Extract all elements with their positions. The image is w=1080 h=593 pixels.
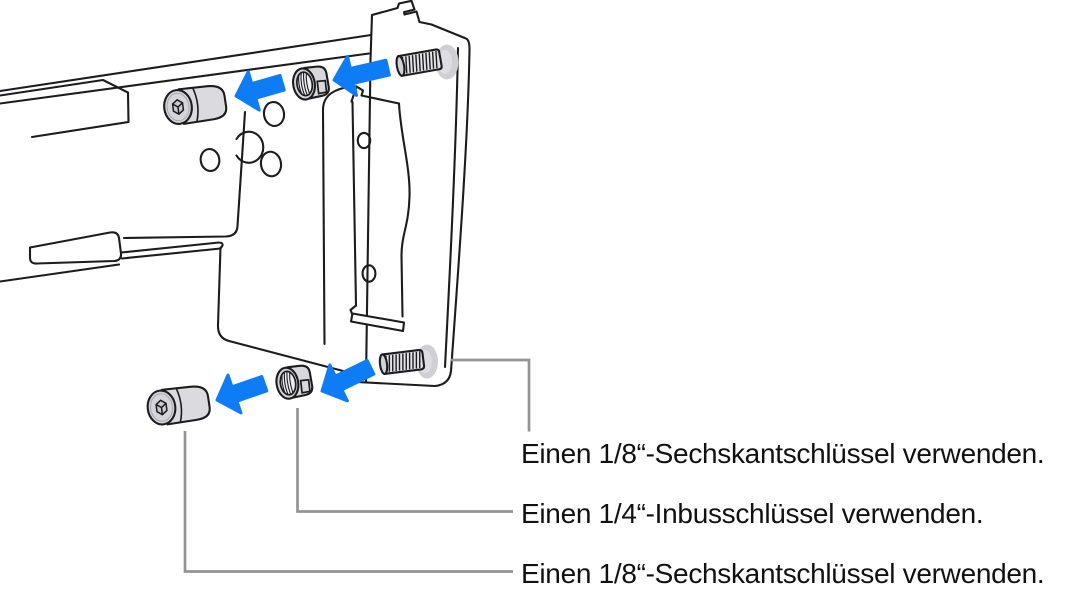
slide-rail-inner [0,231,224,283]
standoff-nut-bottom [273,362,315,402]
bracket-latch [349,85,411,333]
callout-line-nut [296,408,513,513]
arrow-left-icon [215,373,269,415]
hex-socket [171,98,185,116]
threaded-stud-bottom [378,344,438,379]
assembly-arrows [215,54,391,415]
hex-cap-screw-bottom [144,383,213,428]
callout-label-hex-key-top: Einen 1/8“-Sechskantschlüssel verwenden. [521,438,1045,469]
callout-line-stud [451,358,531,432]
arrow-left-icon [320,358,376,403]
arrow-left-icon [332,54,391,97]
standoff-nut-top [292,65,330,101]
callout-label-hex-key-bottom: Einen 1/8“-Sechskantschlüssel verwenden. [521,558,1045,589]
arrow-left-icon [234,70,286,112]
threaded-stud-top [395,44,459,80]
plate-hole [235,130,265,164]
mounting-bracket-flange [321,0,471,388]
slide-rail-outer [0,33,373,139]
latch-hole [356,131,372,150]
latch-hole [361,264,377,283]
mounting-plate [122,100,368,379]
plate-hole [199,147,221,173]
plate-hole [262,100,286,128]
callout-line-screw [183,431,513,573]
callout-label-allen-key: Einen 1/4“-Inbusschlüssel verwenden. [521,498,984,529]
callout-lines [183,358,531,573]
plate-hole [259,150,283,178]
hex-cap-screw-top [163,85,228,126]
